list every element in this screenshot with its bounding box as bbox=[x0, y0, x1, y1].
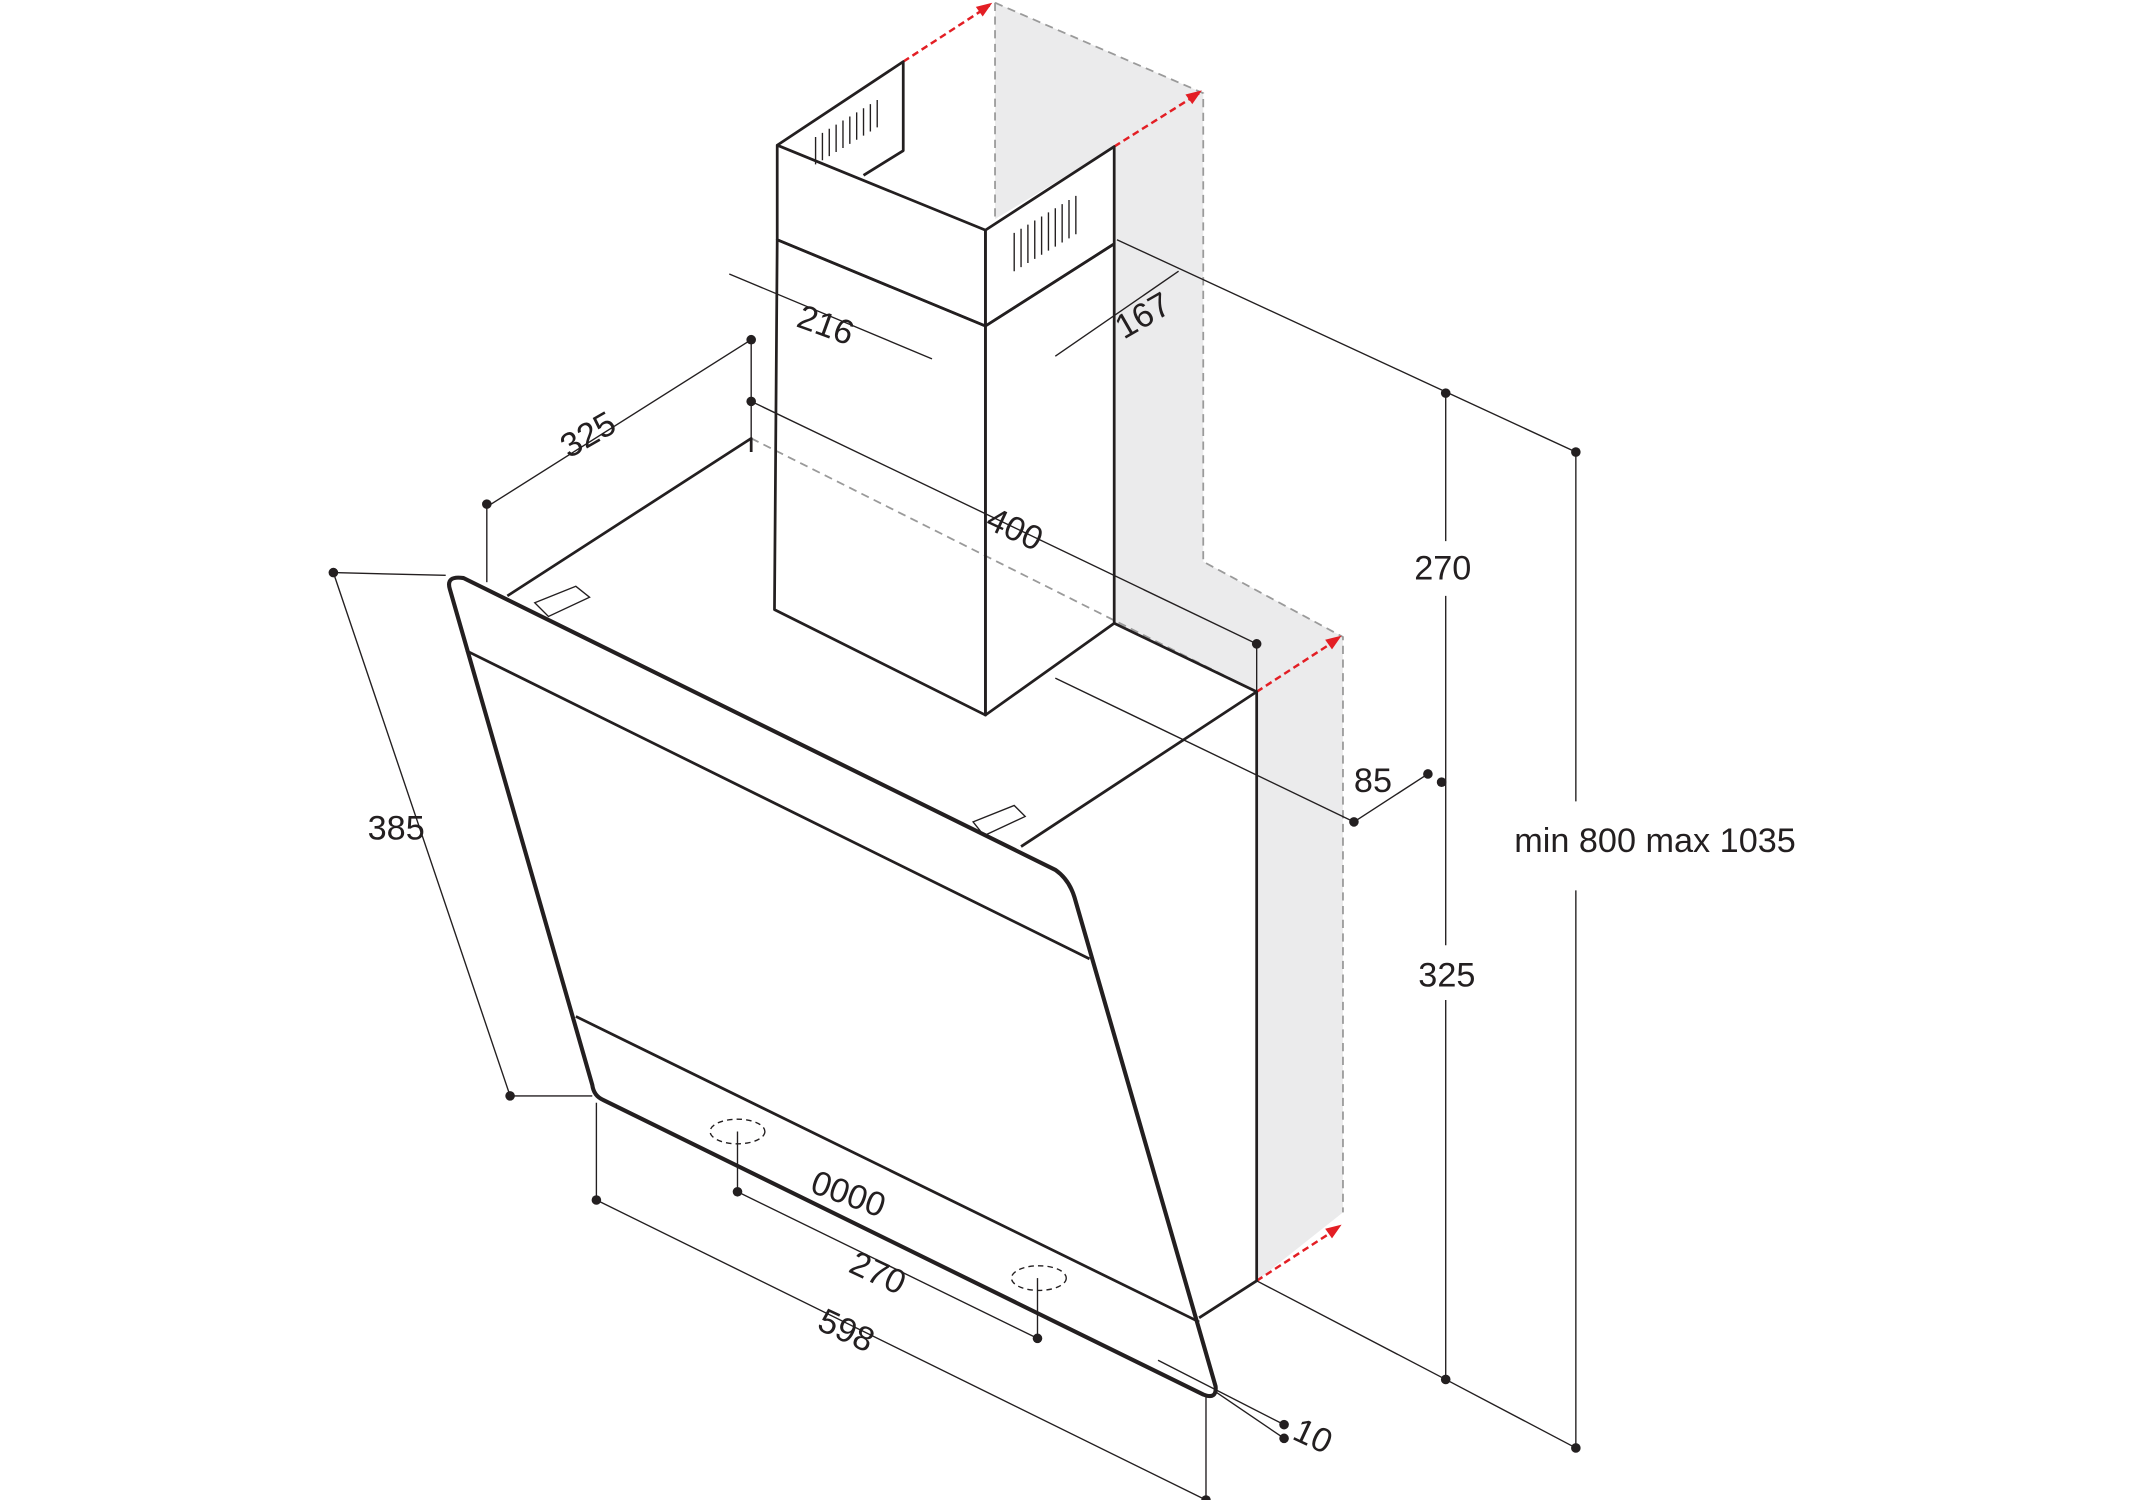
dim-width: 598 bbox=[812, 1302, 880, 1361]
dim-control-spacing: 270 bbox=[844, 1244, 912, 1303]
dim-upper-height: 270 bbox=[1414, 549, 1471, 587]
dim-lower-height: 325 bbox=[1418, 956, 1475, 994]
vent-slots-icon bbox=[814, 100, 1077, 272]
dim-chimney-width: 216 bbox=[792, 298, 859, 353]
hood-body bbox=[506, 436, 1259, 1319]
dim-hood-depth: 325 bbox=[554, 404, 622, 465]
control-display: 0000 bbox=[806, 1164, 891, 1226]
dim-chimney-to-front: 400 bbox=[981, 500, 1049, 559]
dim-total-height: min 800 max 1035 bbox=[1514, 822, 1796, 860]
wall-shade bbox=[995, 2, 1343, 1281]
glass-panel: 0000 bbox=[447, 575, 1218, 1399]
dim-glass-height: 385 bbox=[368, 810, 425, 848]
dim-glass-thickness: 10 bbox=[1288, 1411, 1339, 1462]
dim-wall-offset: 85 bbox=[1354, 762, 1392, 800]
wall-arrows bbox=[902, 2, 1342, 1282]
